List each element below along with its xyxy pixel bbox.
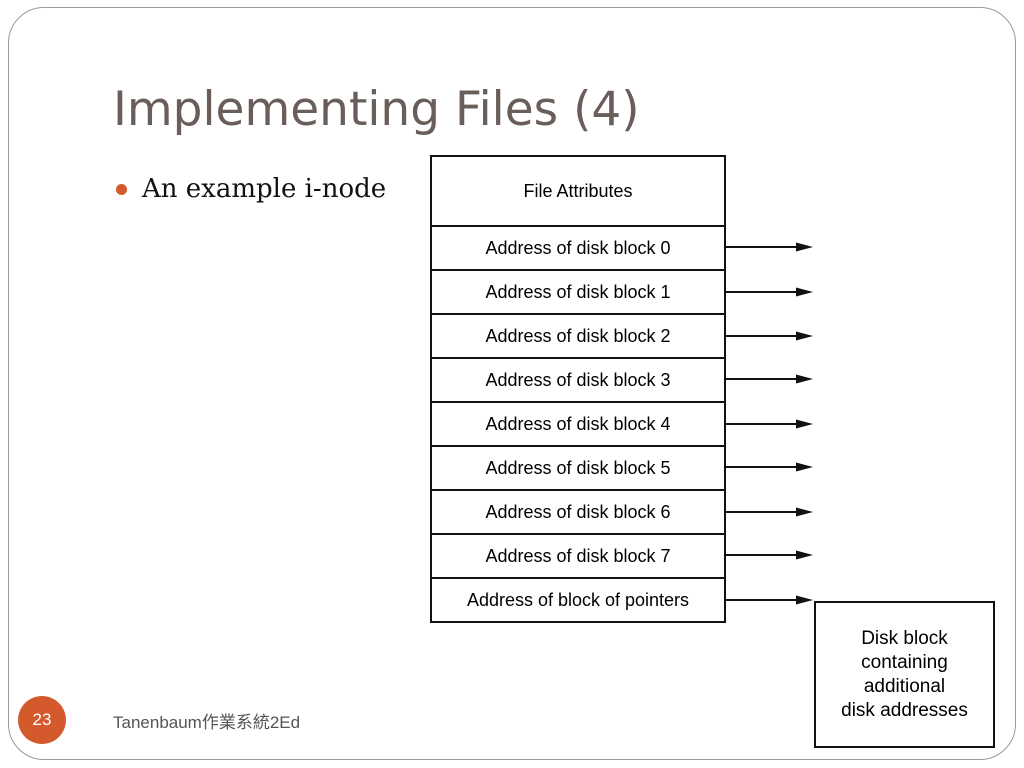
address-cell-block-5: Address of disk block 5	[432, 445, 724, 489]
bullet-text: An example i-node	[142, 174, 387, 204]
bullet-item: An example i-node	[116, 170, 386, 208]
address-cell-block-3: Address of disk block 3	[432, 357, 724, 401]
address-cell-block-1: Address of disk block 1	[432, 269, 724, 313]
address-cell-block-7: Address of disk block 7	[432, 533, 724, 577]
bullet-dot-icon	[116, 183, 127, 195]
address-cell-block-0: Address of disk block 0	[432, 225, 724, 269]
address-cell-block-2: Address of disk block 2	[432, 313, 724, 357]
slide-number-badge: 23	[18, 696, 66, 744]
file-attributes-cell: File Attributes	[432, 155, 724, 225]
inode-table: File Attributes Address of disk block 0 …	[430, 155, 726, 623]
address-cell-block-of-pointers: Address of block of pointers	[432, 577, 724, 621]
address-cell-block-6: Address of disk block 6	[432, 489, 724, 533]
address-cell-block-4: Address of disk block 4	[432, 401, 724, 445]
slide-frame	[8, 7, 1016, 760]
additional-disk-block-box: Disk block containing additional disk ad…	[814, 601, 995, 748]
disk-block-text: Disk block containing additional disk ad…	[841, 627, 968, 721]
slide-title: Implementing Files (4)	[113, 82, 640, 137]
footer-text: Tanenbaum作業系統2Ed	[113, 713, 301, 732]
